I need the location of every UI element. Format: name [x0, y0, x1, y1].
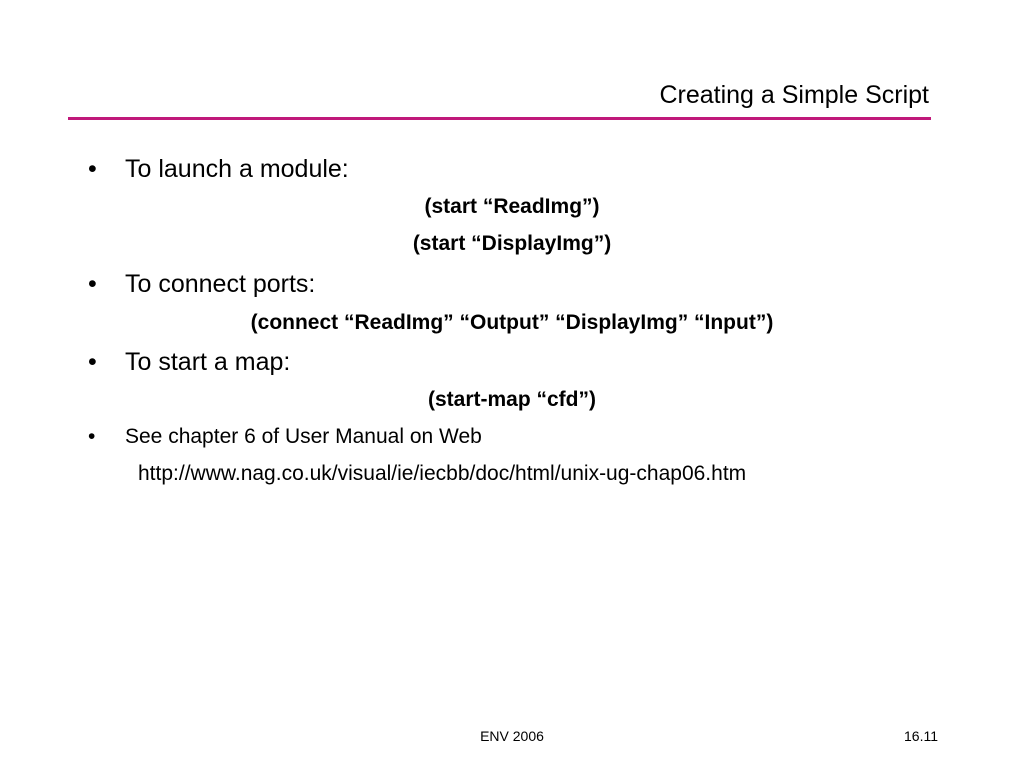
- bullet-user-manual: • See chapter 6 of User Manual on Web: [88, 423, 788, 451]
- bullet-marker: •: [88, 425, 96, 448]
- bullet-marker: •: [88, 348, 97, 376]
- bullet-marker: •: [88, 270, 97, 298]
- bullet-marker: •: [88, 155, 97, 183]
- bullet-text: To start a map:: [125, 348, 291, 376]
- code-start-readimg: (start “ReadImg”): [424, 195, 600, 218]
- code-connect: (connect “ReadImg” “Output” “DisplayImg”…: [250, 311, 774, 334]
- bullet-text: See chapter 6 of User Manual on Web: [125, 425, 482, 448]
- footer-center-label: ENV 2006: [480, 728, 544, 744]
- manual-url[interactable]: http://www.nag.co.uk/visual/ie/iecbb/doc…: [138, 462, 747, 485]
- code-start-map: (start-map “cfd”): [427, 388, 596, 411]
- bullet-start-map: • To start a map:: [88, 346, 688, 378]
- bullet-connect-ports: • To connect ports:: [88, 268, 688, 300]
- bullet-text: To launch a module:: [125, 155, 349, 183]
- bullet-text: To connect ports:: [125, 270, 316, 298]
- title-divider: [68, 117, 931, 120]
- slide-title: Creating a Simple Script: [659, 81, 929, 109]
- code-start-displayimg: (start “DisplayImg”): [412, 232, 612, 255]
- page-number: 16.11: [904, 728, 938, 744]
- bullet-launch-module: • To launch a module:: [88, 153, 688, 185]
